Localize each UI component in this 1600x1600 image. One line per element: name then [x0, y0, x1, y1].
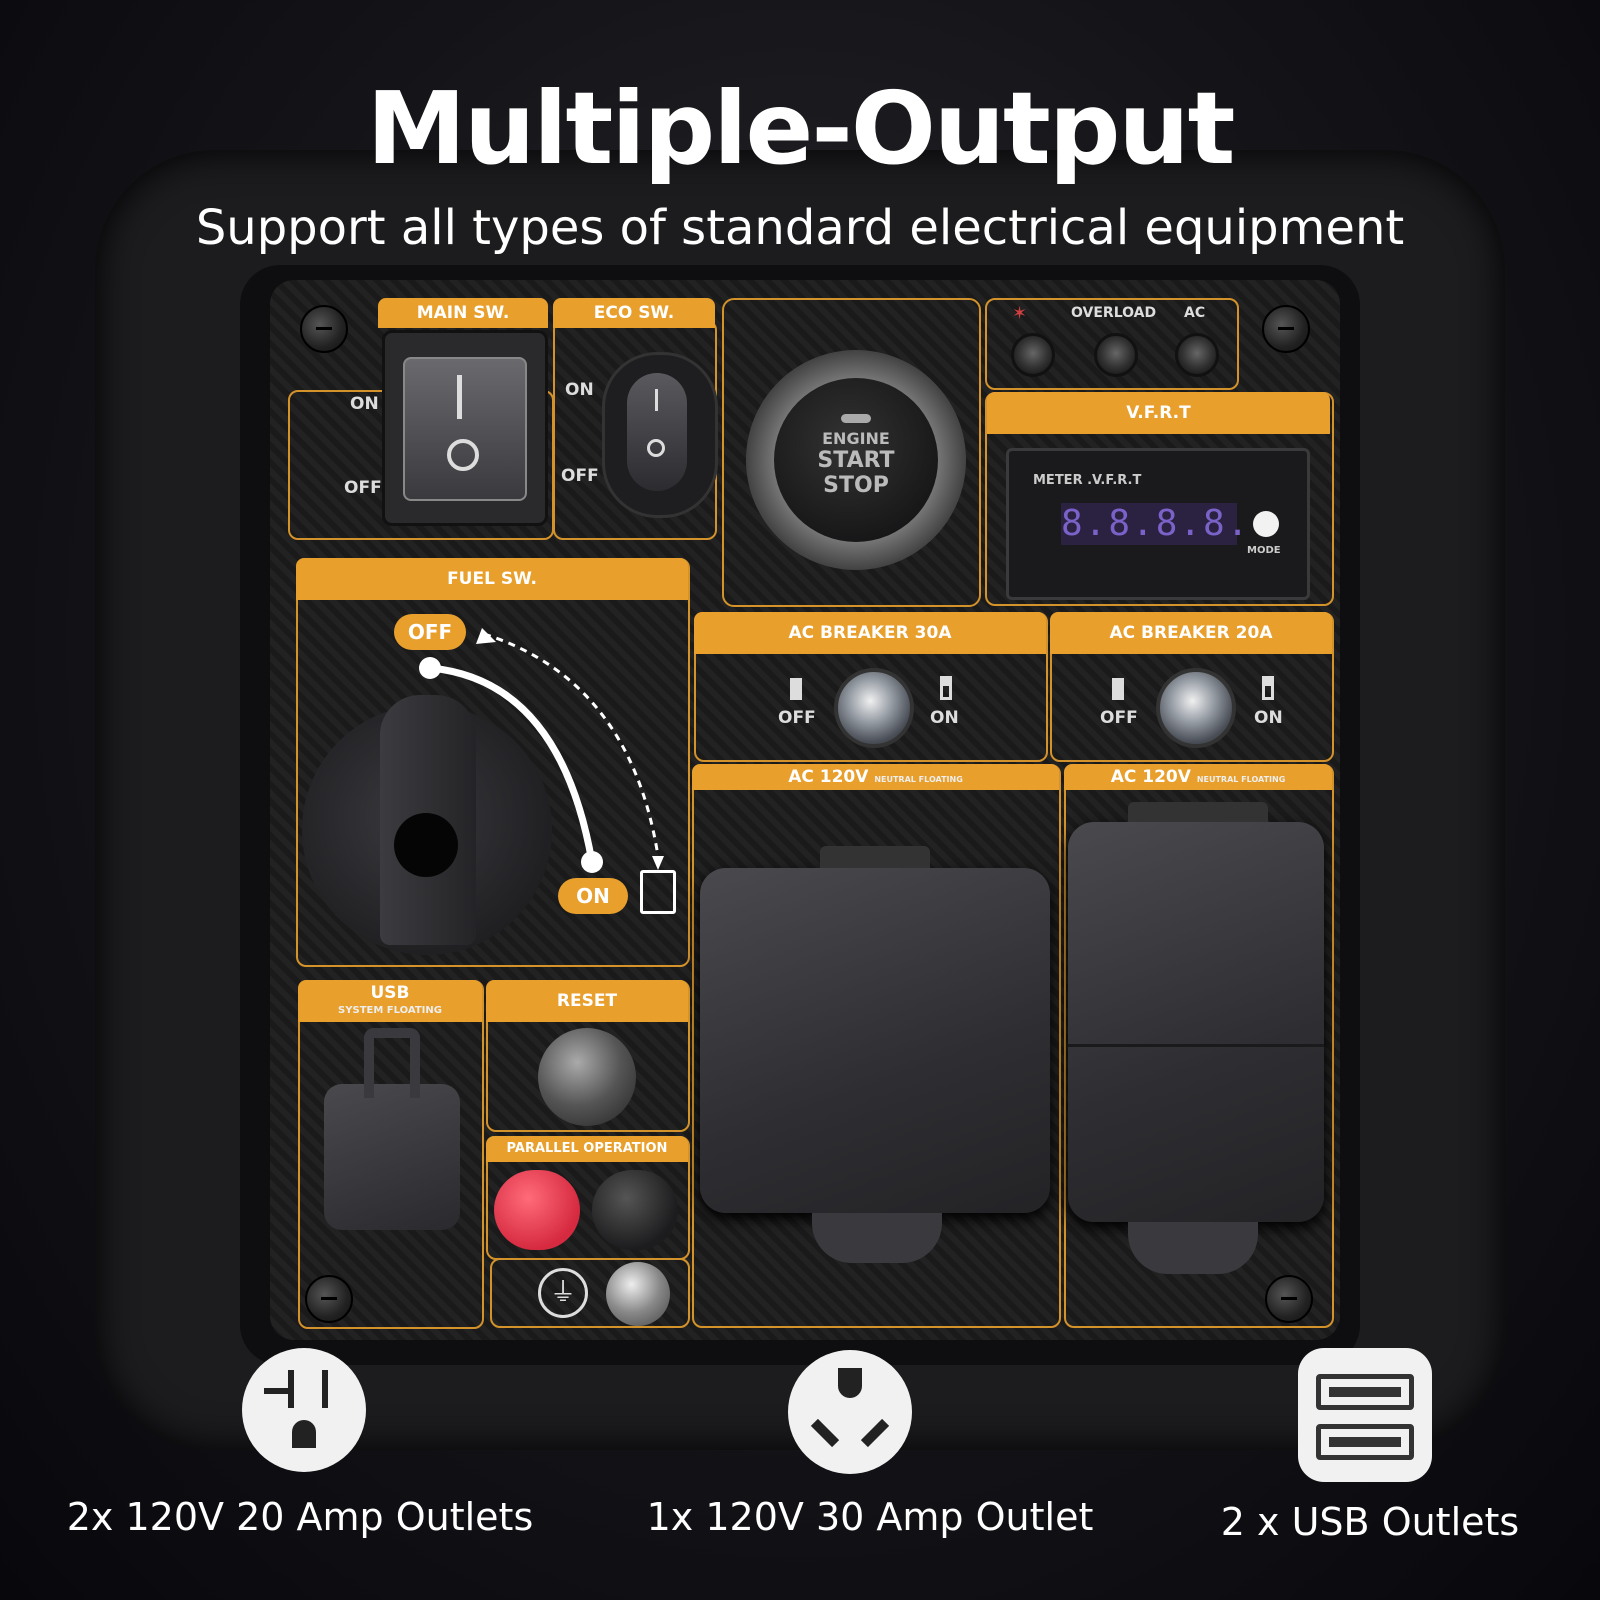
feature-text-usb: 2 x USB Outlets	[1220, 1500, 1520, 1544]
usb-sub: SYSTEM FLOATING	[338, 1005, 442, 1016]
eco-switch-on-label: ON	[565, 380, 594, 400]
fuel-switch-label: FUEL SW.	[296, 558, 688, 600]
breaker-on-indicator-icon	[940, 676, 952, 700]
outlet-30a-cover[interactable]	[700, 846, 1050, 1263]
ac-120v-right-sub: NEUTRAL FLOATING	[1196, 775, 1286, 784]
ac-120v-left-label: AC 120V	[788, 767, 869, 787]
power-indicator-icon	[841, 414, 871, 423]
parallel-black-terminal[interactable]	[592, 1170, 678, 1250]
cover-hinge	[820, 846, 930, 868]
fuel-on-badge: ON	[558, 878, 628, 914]
feature-text-30a: 1x 120V 30 Amp Outlet	[646, 1495, 1094, 1539]
main-switch-on-label: ON	[350, 394, 379, 414]
breaker-20a-button[interactable]	[1156, 668, 1236, 748]
ground-terminal-bolt[interactable]	[606, 1262, 670, 1326]
breaker-on-indicator-icon	[1262, 676, 1274, 700]
cover-tab	[812, 1213, 942, 1263]
mode-label: MODE	[1247, 545, 1281, 556]
breaker-off-indicator-icon	[1112, 678, 1124, 700]
ac-120v-right-header: AC 120V NEUTRAL FLOATING	[1064, 764, 1332, 790]
reset-button[interactable]	[538, 1028, 636, 1126]
fuel-valve-knob[interactable]	[302, 695, 552, 955]
eco-switch-label: ECO SW.	[553, 298, 715, 328]
breaker-30a-off-label: OFF	[778, 708, 816, 728]
meter-display: 8.8.8.8.	[1061, 503, 1251, 545]
ac-120v-right-label: AC 120V	[1110, 767, 1191, 787]
breaker-30a-label: AC BREAKER 30A	[694, 612, 1046, 654]
overload-label: OVERLOAD	[1071, 305, 1157, 321]
nema-30a-outlet-icon	[788, 1350, 912, 1474]
breaker-30a-button[interactable]	[834, 668, 914, 748]
on-mark-icon	[457, 375, 462, 419]
vfrt-label: V.F.R.T	[987, 392, 1330, 434]
parallel-red-terminal[interactable]	[494, 1170, 580, 1250]
oil-warning-icon: ✶	[1012, 303, 1028, 323]
off-mark-icon	[647, 439, 665, 457]
usb-label: USB	[370, 983, 410, 1003]
cover-strap	[364, 1028, 420, 1098]
ac-led	[1175, 333, 1219, 377]
main-switch-label: MAIN SW.	[378, 298, 548, 328]
screw-icon	[1262, 305, 1310, 353]
usb-header: USB SYSTEM FLOATING	[298, 980, 482, 1022]
parallel-label: PARALLEL OPERATION	[486, 1136, 688, 1162]
ac-120v-left-header: AC 120V NEUTRAL FLOATING	[692, 764, 1059, 790]
breaker-20a-off-label: OFF	[1100, 708, 1138, 728]
main-rocker-switch[interactable]	[382, 330, 548, 526]
on-mark-icon	[655, 389, 658, 411]
screw-icon	[305, 1275, 353, 1323]
ground-symbol-icon: ⏚	[538, 1268, 588, 1318]
feature-text-20a: 2x 120V 20 Amp Outlets	[66, 1495, 534, 1539]
eco-switch-off-label: OFF	[561, 466, 599, 486]
engine-section	[722, 298, 981, 607]
usb-ports-icon	[1298, 1348, 1432, 1482]
breaker-off-indicator-icon	[790, 678, 802, 700]
ground-section	[490, 1258, 690, 1328]
subheadline: Support all types of standard electrical…	[195, 200, 1405, 256]
off-mark-icon	[447, 439, 479, 471]
engine-label: ENGINE	[822, 429, 890, 448]
engine-start-stop-button[interactable]: ENGINE START STOP	[746, 350, 966, 570]
screw-icon	[1265, 1275, 1313, 1323]
ac-indicator-label: AC	[1184, 305, 1206, 321]
headline: Multiple-Output	[366, 70, 1236, 187]
breaker-30a-on-label: ON	[930, 708, 959, 728]
indicator-section	[985, 298, 1239, 390]
overload-led	[1094, 333, 1138, 377]
nema-20a-outlet-icon	[242, 1348, 366, 1472]
fuel-off-badge: OFF	[394, 614, 466, 650]
cover-hinge	[1128, 802, 1268, 822]
start-label: START	[817, 448, 895, 473]
fuel-pump-icon	[640, 870, 676, 914]
eco-rocker-switch[interactable]	[602, 352, 718, 518]
usb-port-cover[interactable]	[324, 1028, 460, 1230]
stop-label: STOP	[823, 473, 889, 498]
screw-icon	[300, 305, 348, 353]
rocker-cover	[403, 357, 527, 501]
fuel-direction-arrow-icon	[419, 628, 664, 873]
reset-label: RESET	[486, 980, 688, 1022]
vfrt-meter: METER .V.F.R.T 8.8.8.8. MODE	[1006, 448, 1310, 600]
meter-label: METER .V.F.R.T	[1033, 473, 1142, 488]
cover-divider	[1068, 1044, 1324, 1047]
cover-tab	[1128, 1222, 1258, 1274]
knob-hole	[394, 813, 458, 877]
mode-button[interactable]	[1253, 511, 1279, 537]
ac-120v-left-sub: NEUTRAL FLOATING	[874, 775, 963, 784]
main-switch-off-label: OFF	[344, 478, 382, 498]
breaker-20a-on-label: ON	[1254, 708, 1283, 728]
breaker-20a-label: AC BREAKER 20A	[1050, 612, 1332, 654]
outlet-20a-cover[interactable]	[1068, 802, 1324, 1274]
oil-warning-led	[1011, 333, 1055, 377]
